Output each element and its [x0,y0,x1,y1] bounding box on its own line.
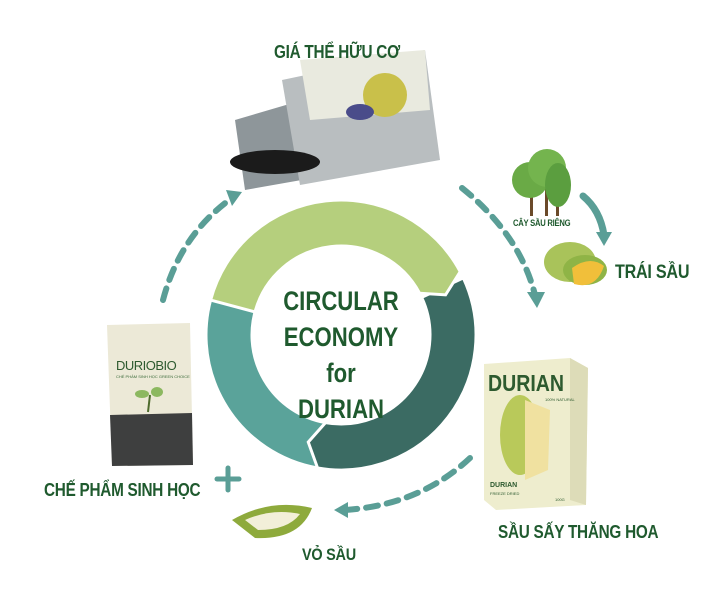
arrow-head-icon [527,292,545,308]
arrow-tree-to-fruit [579,192,608,239]
center-title-line: DURIAN [297,394,385,424]
bio-pack-subtitle: CHẾ PHẨM SINH HỌC GREEN CHOICE [116,374,190,379]
durian-fruit-icon [544,242,607,286]
box-brand: DURIAN [488,370,565,396]
soil-bag-icon [230,50,440,190]
plus-icon [214,465,242,493]
label-husk: VỎ SẦU [302,545,356,564]
dashed-arrow-dried-to-husk [342,455,473,513]
box-sub: FREEZE DRIED [490,491,520,496]
label-freeze-dried: SẦU SẤY THĂNG HOA [498,522,659,542]
label-bio-product: CHẾ PHẨM SINH HỌC [44,480,201,500]
durian-box-icon [484,358,588,510]
dashed-arrow-bio-to-top [160,195,235,303]
dashed-arrow-top-to-dried [459,185,538,298]
label-durian-fruit: TRÁI SẦU [615,262,690,283]
box-weight: 100G [555,497,565,502]
label-durian-tree: CÂY SẦU RIÊNG [513,218,571,228]
bio-pack-brand: DURIOBIO [116,358,177,373]
arrow-head-icon [226,190,242,206]
ring-segment-light-green [208,198,462,314]
tree-icon [512,149,571,216]
center-title: CIRCULAR ECONOMY for DURIAN [267,283,415,427]
arrow-head-icon [596,232,612,246]
ring-segment-dark-teal [306,275,478,472]
cycle-ring [204,198,478,472]
center-title-line: CIRCULAR [283,286,399,316]
box-name: DURIAN [490,482,518,489]
box-tag: 100% NATURAL [545,397,575,402]
label-organic-substrate: GIÁ THỂ HỮU CƠ [274,42,400,62]
arrow-head-icon [334,502,348,518]
center-title-line: ECONOMY for [283,322,399,388]
bio-pack-icon [107,323,193,466]
husk-icon [232,504,312,539]
